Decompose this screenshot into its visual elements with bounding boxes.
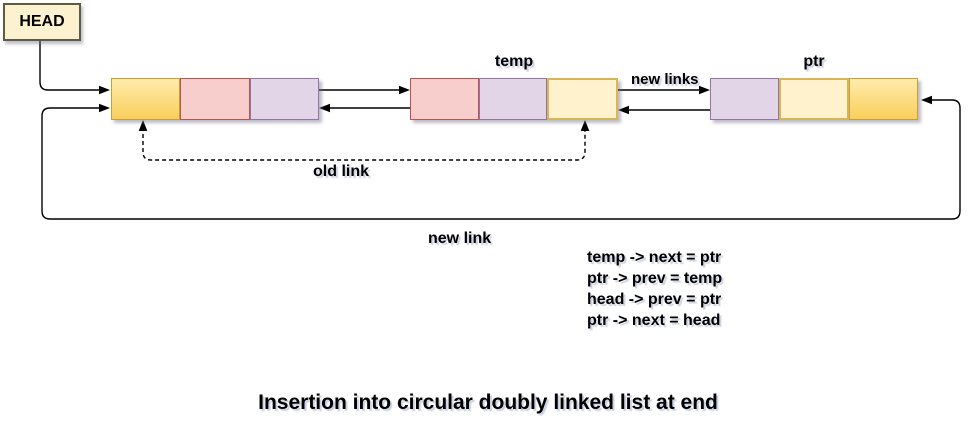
old-link-dashed-line: [142, 127, 586, 161]
gold-cell: [111, 78, 181, 120]
code-line: head -> prev = ptr: [587, 291, 722, 308]
diagram-title: Insertion into circular doubly linked li…: [258, 391, 718, 414]
code-line: ptr -> next = head: [587, 312, 721, 329]
pseudocode-block: temp -> next = ptr ptr -> prev = temp he…: [587, 247, 722, 331]
head-pointer-line: [39, 39, 101, 91]
ptr-label: ptr: [803, 53, 825, 70]
arrowhead-node1-to-temp: [399, 85, 410, 95]
old-link-label: old link: [313, 163, 369, 180]
purple-cell: [478, 78, 548, 120]
arrowhead-oldlink-left: [138, 120, 148, 131]
arrowhead-temp-to-node1: [319, 103, 330, 113]
cream-cell: [778, 78, 850, 120]
arrowhead-ptr-to-temp: [618, 105, 629, 115]
purple-cell: [249, 78, 319, 120]
head-box: HEAD: [3, 3, 81, 41]
temp-node: [410, 78, 619, 120]
arrowhead-loop-to-ptr: [921, 95, 932, 105]
new-link-loop-line: [41, 99, 961, 220]
arrowhead-head-to-node1: [99, 85, 110, 95]
temp-label: temp: [494, 53, 534, 70]
arrowhead-oldlink-right: [580, 120, 590, 131]
new-links-label: new links: [631, 71, 699, 88]
head-box-label: HEAD: [19, 13, 65, 30]
new-link-label: new link: [428, 230, 492, 247]
pink-cell: [180, 78, 250, 120]
arrowhead-loop-to-node1: [99, 103, 110, 113]
code-line: temp -> next = ptr: [587, 249, 722, 266]
arrowhead-temp-to-ptr: [699, 85, 710, 95]
code-line: ptr -> prev = temp: [587, 270, 723, 287]
first-node: [111, 78, 319, 120]
ptr-node: [710, 78, 919, 120]
purple-cell: [710, 78, 779, 120]
pink-cell: [410, 78, 479, 120]
gold-cell: [849, 78, 919, 120]
cream-cell: [547, 78, 619, 120]
